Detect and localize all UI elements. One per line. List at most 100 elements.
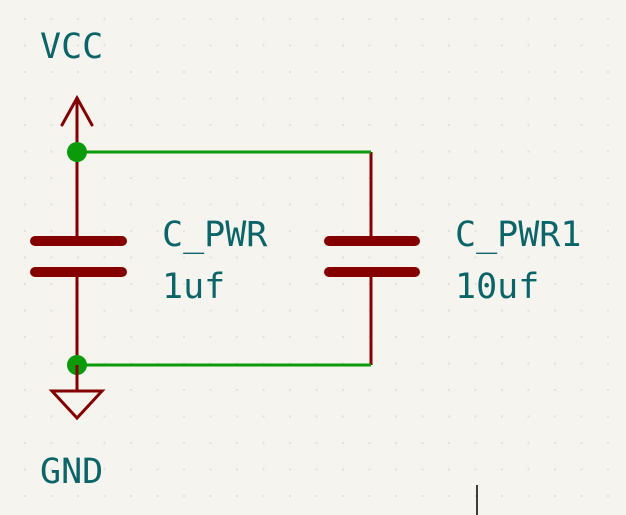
grid-dot xyxy=(474,495,477,497)
grid-dot xyxy=(527,362,530,365)
grid-dot xyxy=(315,283,318,285)
capacitor-c-pwr[interactable] xyxy=(30,152,127,365)
grid-dot xyxy=(474,389,477,391)
grid-dot xyxy=(24,283,26,285)
grid-dot xyxy=(527,203,530,206)
grid-dot xyxy=(156,442,159,444)
grid-dot xyxy=(501,44,503,47)
grid-dot xyxy=(130,177,132,179)
grid-dot xyxy=(130,389,132,391)
grid-dot xyxy=(236,415,238,418)
grid-dot xyxy=(24,495,26,497)
ground-triangle-icon[interactable] xyxy=(48,365,106,421)
grid-dot xyxy=(315,415,318,418)
grid-dot xyxy=(77,442,79,444)
grid-dot xyxy=(103,18,106,20)
grid-dot xyxy=(103,44,106,47)
grid-dot xyxy=(342,256,344,259)
grid-dot xyxy=(209,415,212,418)
grid-dot xyxy=(421,362,424,365)
grid-dot xyxy=(262,336,265,338)
grid-dot xyxy=(209,442,212,444)
grid-dot xyxy=(130,336,132,338)
grid-dot xyxy=(289,97,291,100)
grid-dot xyxy=(607,97,609,100)
grid-dot xyxy=(395,468,397,471)
grid-dot xyxy=(209,177,212,179)
vcc-label[interactable]: VCC xyxy=(40,27,103,67)
grid-dot xyxy=(395,415,397,418)
grid-dot xyxy=(368,442,371,444)
grid-dot xyxy=(183,415,185,418)
grid-dot xyxy=(554,415,556,418)
grid-dot xyxy=(156,495,159,497)
grid-dot xyxy=(580,256,583,259)
grid-dot xyxy=(183,468,185,471)
grid-dot xyxy=(342,230,344,232)
grid-dot xyxy=(342,283,344,285)
grid-dot xyxy=(448,495,450,497)
grid-dot xyxy=(395,44,397,47)
grid-dot xyxy=(50,124,53,126)
grid-dot xyxy=(607,44,609,47)
grid-dot xyxy=(501,336,503,338)
grid-dot xyxy=(395,389,397,391)
grid-dot xyxy=(24,177,26,179)
grid-dot xyxy=(156,44,159,47)
grid-dot xyxy=(448,230,450,232)
grid-dot xyxy=(315,309,318,312)
grid-dot xyxy=(554,177,556,179)
grid-dot xyxy=(448,44,450,47)
capacitor-c-pwr1[interactable] xyxy=(324,152,420,365)
grid-dot xyxy=(607,256,609,259)
grid-dot xyxy=(421,495,424,497)
grid-dot xyxy=(580,309,583,312)
grid-dot xyxy=(607,336,609,338)
grid-dot xyxy=(395,309,397,312)
grid-dot xyxy=(77,44,79,47)
grid-dot xyxy=(130,468,132,471)
grid-dot xyxy=(421,336,424,338)
grid-dot xyxy=(554,230,556,232)
grid-dot xyxy=(421,44,424,47)
grid-dot xyxy=(527,256,530,259)
grid-dot xyxy=(421,283,424,285)
grid-dot xyxy=(554,71,556,73)
grid-dot xyxy=(156,256,159,259)
grid-dot xyxy=(554,468,556,471)
grid-dot xyxy=(607,150,609,153)
grid-dot xyxy=(554,362,556,365)
c-pwr1-reference[interactable]: C_PWR1 xyxy=(455,215,581,255)
grid-dot xyxy=(315,468,318,471)
grid-dot xyxy=(103,336,106,338)
c-pwr1-value[interactable]: 10uf xyxy=(455,267,539,307)
grid-dot xyxy=(580,362,583,365)
grid-dot xyxy=(395,362,397,365)
grid-dot xyxy=(474,468,477,471)
grid-dot xyxy=(501,362,503,365)
grid-dot xyxy=(554,283,556,285)
grid-dot xyxy=(448,468,450,471)
c-pwr-value[interactable]: 1uf xyxy=(162,267,225,307)
c-pwr-reference[interactable]: C_PWR xyxy=(162,215,268,255)
junction-vcc[interactable] xyxy=(67,142,87,162)
grid-dot xyxy=(262,230,265,232)
grid-dot xyxy=(527,97,530,100)
grid-dot xyxy=(527,71,530,73)
grid-dot xyxy=(421,230,424,232)
grid-dot xyxy=(24,71,26,73)
grid-dot xyxy=(103,71,106,73)
grid-dot xyxy=(501,71,503,73)
grid-dot xyxy=(130,495,132,497)
grid-dot xyxy=(236,389,238,391)
grid-dot xyxy=(501,442,503,444)
grid-dot xyxy=(342,71,344,73)
grid-dot xyxy=(448,362,450,365)
grid-dot xyxy=(315,44,318,47)
grid-dot xyxy=(289,389,291,391)
grid-dot xyxy=(50,256,53,259)
grid-dot xyxy=(421,203,424,206)
gnd-label[interactable]: GND xyxy=(40,452,103,492)
